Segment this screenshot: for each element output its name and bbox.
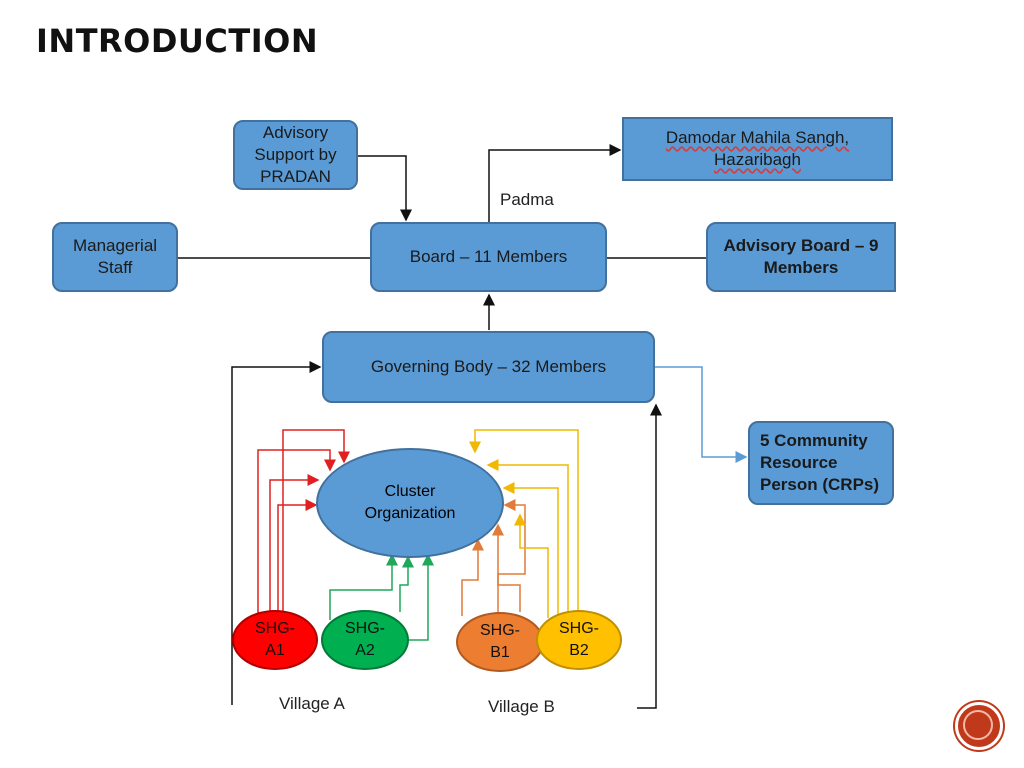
board-box: Board – 11 Members: [370, 222, 607, 292]
line-b2-3: [502, 482, 559, 615]
line-villageB-to-governing: [637, 403, 662, 709]
line-a1-2: [257, 449, 336, 616]
line-villageA-to-governing: [231, 361, 322, 705]
board-label: Board – 11 Members: [409, 247, 568, 266]
shg-a1-label: SHG-A1: [255, 620, 295, 659]
governing-body-box: Governing Body – 32 Members: [322, 331, 655, 403]
line-board-to-damodar: [488, 144, 622, 222]
advisory-support-label: Advisory Support by PRADAN: [254, 123, 337, 186]
shg-b2-label: SHG-B2: [559, 620, 599, 659]
line-advisory-to-board: [358, 155, 412, 222]
managerial-staff-label: Managerial Staff: [72, 236, 158, 277]
circle-icon: [963, 710, 993, 740]
line-a2-2: [399, 555, 414, 612]
shg-a2-label: SHG-A2: [345, 620, 385, 659]
line-b2-4: [514, 513, 549, 618]
cluster-organization-label: Cluster Organization: [364, 483, 456, 522]
line-b1-3: [492, 523, 521, 612]
shg-a1-ellipse: SHG-A1: [232, 610, 318, 670]
crp-box: 5 Community Resource Person (CRPs): [748, 421, 894, 505]
line-b1-2: [497, 499, 526, 612]
line-b1-1: [461, 538, 484, 616]
line-b2-1: [469, 429, 579, 612]
line-governing-to-crp: [655, 366, 748, 463]
shg-b1-ellipse: SHG-B1: [456, 612, 544, 672]
line-b2-2: [486, 459, 569, 612]
damodar-box: Damodar Mahila Sangh, Hazaribagh: [622, 117, 893, 181]
line-a1-3: [269, 474, 320, 612]
line-a1-4: [277, 499, 318, 612]
advisory-board-box: Advisory Board – 9 Members: [706, 222, 896, 292]
village-a-label: Village A: [279, 694, 345, 713]
managerial-staff-box: Managerial Staff: [52, 222, 178, 292]
village-b-label: Village B: [488, 697, 555, 716]
line-a1-1: [282, 429, 350, 612]
governing-body-label: Governing Body – 32 Members: [370, 357, 607, 376]
shg-b2-ellipse: SHG-B2: [536, 610, 622, 670]
advisory-support-box: Advisory Support by PRADAN: [233, 120, 358, 190]
damodar-label: Damodar Mahila Sangh, Hazaribagh: [665, 128, 850, 169]
padma-label: Padma: [500, 190, 554, 209]
shg-b1-label: SHG-B1: [480, 622, 520, 661]
slide-title: INTRODUCTION: [36, 22, 319, 60]
shg-a2-ellipse: SHG-A2: [321, 610, 409, 670]
crp-label: 5 Community Resource Person (CRPs): [760, 431, 880, 494]
cluster-organization-ellipse: Cluster Organization: [316, 448, 504, 558]
line-a2-1: [329, 553, 398, 620]
slide-nav-button[interactable]: [955, 702, 1003, 750]
line-a2-3: [408, 553, 434, 641]
advisory-board-label: Advisory Board – 9 Members: [723, 236, 879, 277]
